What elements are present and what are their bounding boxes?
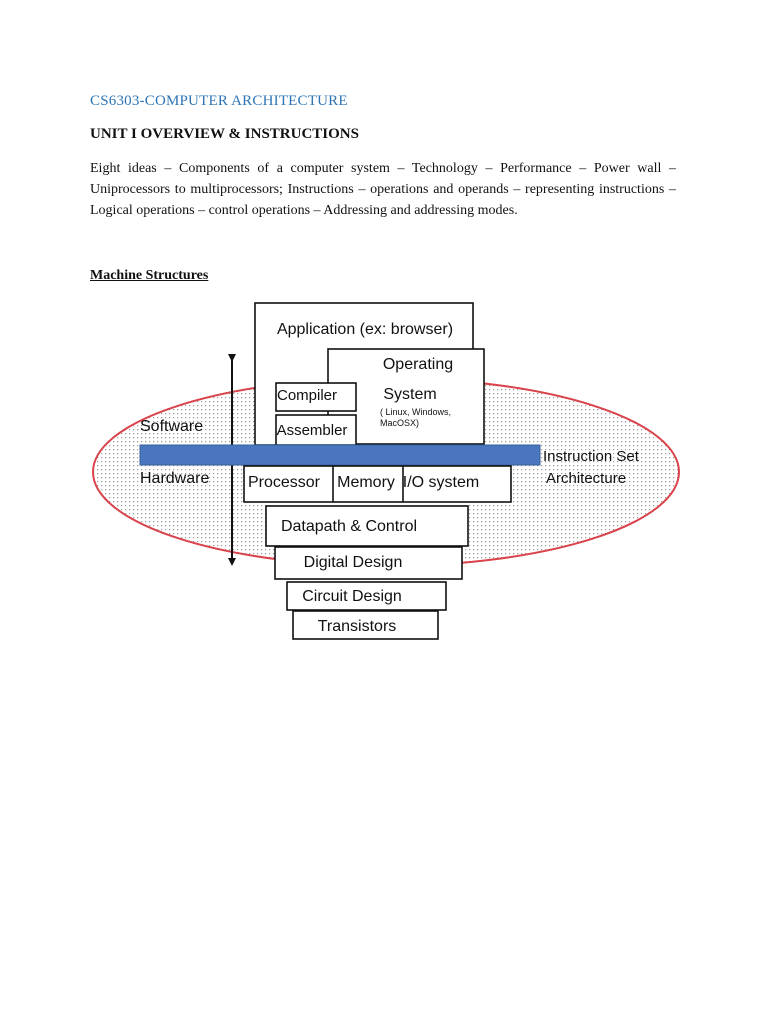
hardware-components-row <box>243 465 512 503</box>
system-label: System <box>383 386 436 403</box>
assembler-label: Assembler <box>277 422 348 439</box>
datapath-control-label: Datapath & Control <box>281 518 417 535</box>
memory-label: Memory <box>337 474 395 491</box>
datapath-control-box <box>265 505 469 547</box>
syllabus-paragraph: Eight ideas – Components of a computer s… <box>90 161 676 218</box>
circuit-design-box <box>286 581 447 611</box>
isa-label-line2: Architecture <box>546 470 626 487</box>
operating-label: Operating <box>383 356 453 373</box>
isa-label-line1: Instruction Set <box>543 448 640 465</box>
compiler-box <box>275 382 357 412</box>
application-label: Application (ex: browser) <box>277 321 453 338</box>
hardware-label: Hardware <box>140 470 209 487</box>
software-label: Software <box>140 418 203 435</box>
circuit-design-label: Circuit Design <box>302 588 402 605</box>
os-examples-line2: MacOSX) <box>380 418 419 428</box>
digital-design-label: Digital Design <box>304 554 403 571</box>
section-heading: Machine Structures <box>90 268 209 283</box>
transistors-box <box>292 610 439 640</box>
digital-design-box <box>274 546 463 580</box>
io-system-label: I/O system <box>403 474 479 491</box>
transistors-label: Transistors <box>318 618 397 635</box>
processor-label: Processor <box>248 474 321 491</box>
isa-bar <box>139 444 541 466</box>
compiler-label: Compiler <box>277 387 337 404</box>
course-title: CS6303-COMPUTER ARCHITECTURE <box>90 93 348 109</box>
unit-title: UNIT I OVERVIEW & INSTRUCTIONS <box>90 126 359 142</box>
os-examples-line1: ( Linux, Windows, <box>380 407 451 417</box>
